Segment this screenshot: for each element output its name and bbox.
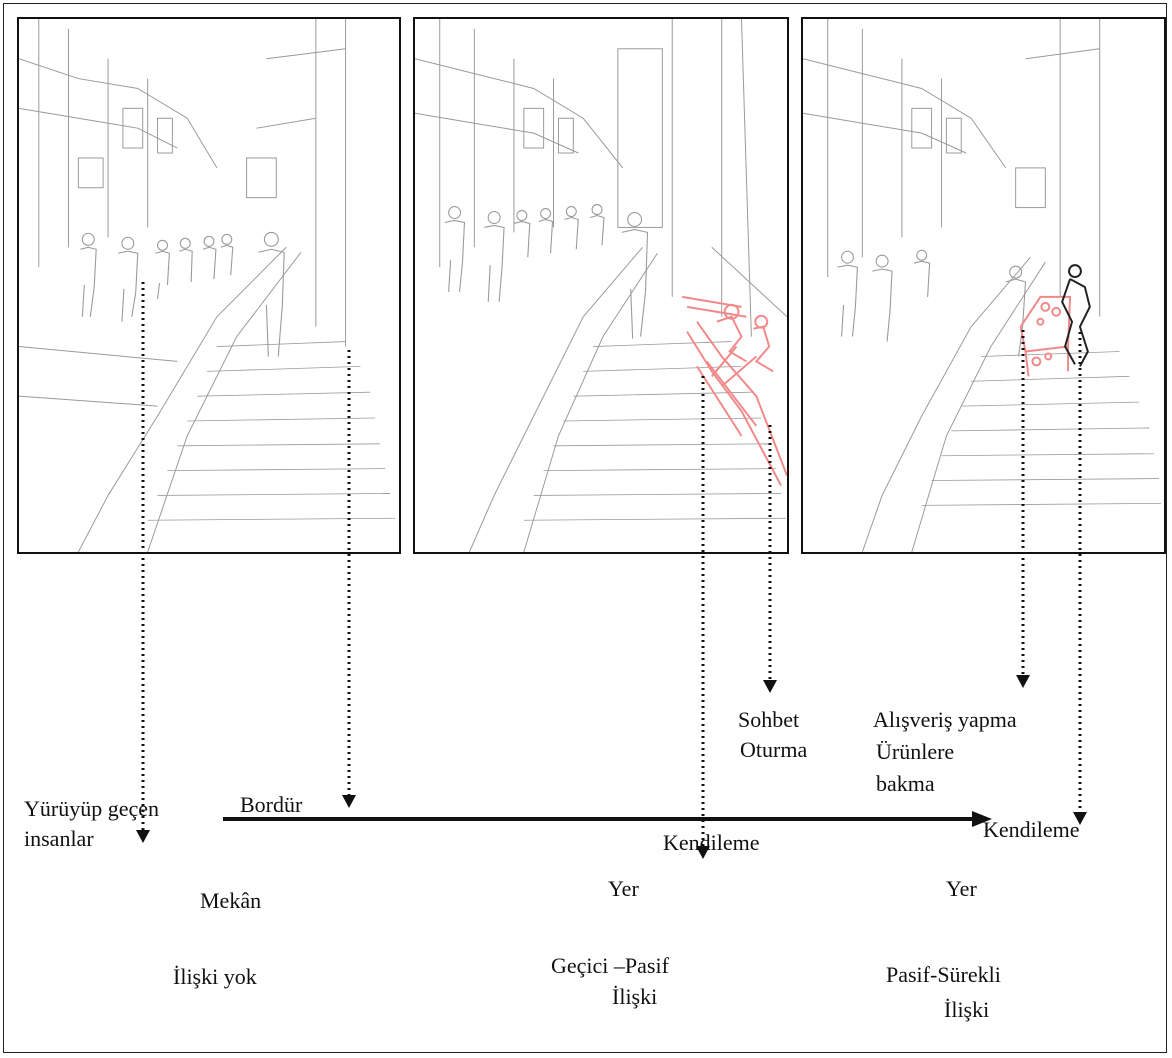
sitting-group-highlight	[681, 295, 787, 486]
shopper-figure	[1061, 264, 1091, 367]
label-walking-people-2: insanlar	[24, 826, 94, 851]
figure-frame	[3, 3, 1167, 1053]
label-chat: Sohbet	[738, 707, 800, 732]
label-curb: Bordür	[240, 792, 303, 817]
label-sitting: Oturma	[740, 737, 808, 762]
axis-stage2-top: Yer	[608, 876, 639, 901]
sketch-panel-1	[17, 17, 401, 554]
label-appropriation-1: Kendileme	[663, 830, 760, 855]
axis-stage1-top: Mekân	[200, 888, 262, 913]
axis-stage3-bottom-2: İlişki	[944, 997, 990, 1022]
axis-stage3-top: Yer	[946, 876, 977, 901]
axis-stage3-bottom-1: Pasif-Sürekli	[886, 962, 1001, 987]
label-shopping-1: Alışveriş yapma	[873, 707, 1017, 732]
sketch-panel-3	[801, 17, 1166, 554]
street-sketch-3	[803, 19, 1162, 552]
axis-stage2-bottom-1: Geçici –Pasif	[551, 953, 669, 978]
axis-stage1-bottom: İlişki yok	[173, 964, 257, 989]
label-shopping-3: bakma	[876, 771, 935, 796]
label-walking-people-1: Yürüyüp geçen	[24, 796, 160, 821]
street-sketch-1	[19, 19, 396, 552]
sketch-panel-2	[413, 17, 789, 554]
axis-stage2-bottom-2: İlişki	[612, 984, 658, 1009]
street-sketch-2	[415, 19, 787, 552]
label-appropriation-2: Kendileme	[983, 817, 1080, 842]
label-shopping-2: Ürünlere	[876, 739, 955, 764]
